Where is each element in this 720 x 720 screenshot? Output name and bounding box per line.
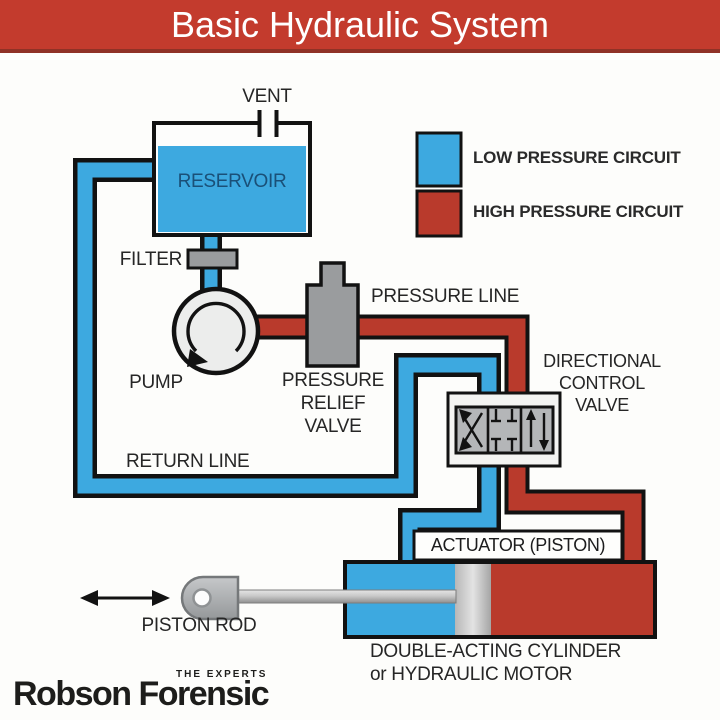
directional-control-valve-label: DIRECTIONAL CONTROL VALVE [543,351,661,415]
actuator-label: ACTUATOR (PISTON) [430,535,606,555]
motion-double-arrow-icon [80,590,170,606]
logo-tagline: THE EXPERTS [176,669,268,680]
legend-label-low: LOW PRESSURE CIRCUIT [473,148,681,167]
cylinder-caption-line2: or HYDRAULIC MOTOR [370,664,573,685]
pressure-line-pipe [250,314,646,574]
piston-rod-shape [180,575,457,621]
directional-valve-box [446,391,562,468]
legend-swatch-high [415,189,463,238]
reservoir-fluid [158,146,306,232]
pump-rotation-arrow [186,301,246,367]
cylinder-caption: DOUBLE-ACTING CYLINDER or HYDRAULIC MOTO… [370,640,650,686]
logo-name: Robson Forensic [13,675,270,713]
cylinder-high-side [491,564,653,635]
piston [455,564,491,635]
reservoir-label: RESERVOIR [177,171,287,192]
title-bar: Basic Hydraulic System [0,0,720,53]
piston-rod-label: PISTON ROD [141,615,257,636]
vent-label: VENT [242,86,292,107]
logo: THE EXPERTS Robson Forensic [13,665,343,715]
filter-box [186,248,239,270]
legend-swatch-low [415,131,463,188]
vent-symbol [257,110,279,137]
pump-label: PUMP [129,372,183,393]
filter-label: FILTER [119,249,183,270]
directional-valve-symbol [454,405,555,455]
return-line-pipe [73,158,501,574]
legend-label-high: HIGH PRESSURE CIRCUIT [473,202,684,221]
cylinder-caption-line1: DOUBLE-ACTING CYLINDER [370,641,621,662]
rod-hole [192,588,212,608]
pressure-relief-valve-label: PRESSURE RELIEF VALVE [281,370,385,437]
reservoir-tank [152,110,312,237]
pump-symbol [171,286,261,376]
pressure-relief-valve-body [305,261,360,368]
page-title: Basic Hydraulic System [170,3,550,45]
return-line-label: RETURN LINE [126,451,250,472]
pressure-line-label: PRESSURE LINE [371,286,520,307]
